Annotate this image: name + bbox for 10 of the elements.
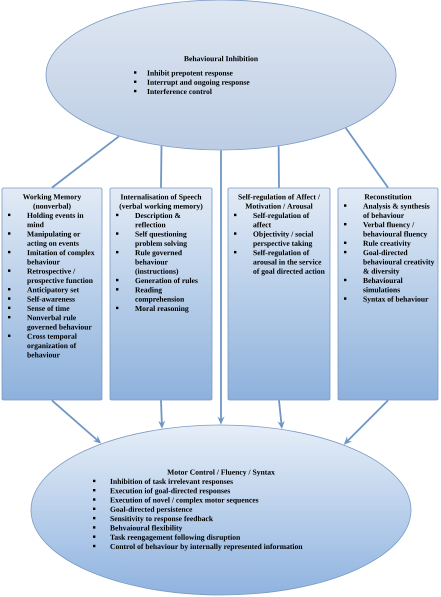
connector-line — [160, 146, 162, 188]
rounded-box — [110, 188, 212, 400]
ellipse — [46, 0, 396, 150]
ellipse — [30, 424, 412, 596]
rounded-box — [2, 188, 102, 400]
connector-line — [51, 136, 120, 188]
rounded-box — [228, 188, 330, 400]
connector-line — [345, 127, 389, 188]
rounded-box — [338, 188, 438, 400]
connector-line — [278, 146, 280, 188]
